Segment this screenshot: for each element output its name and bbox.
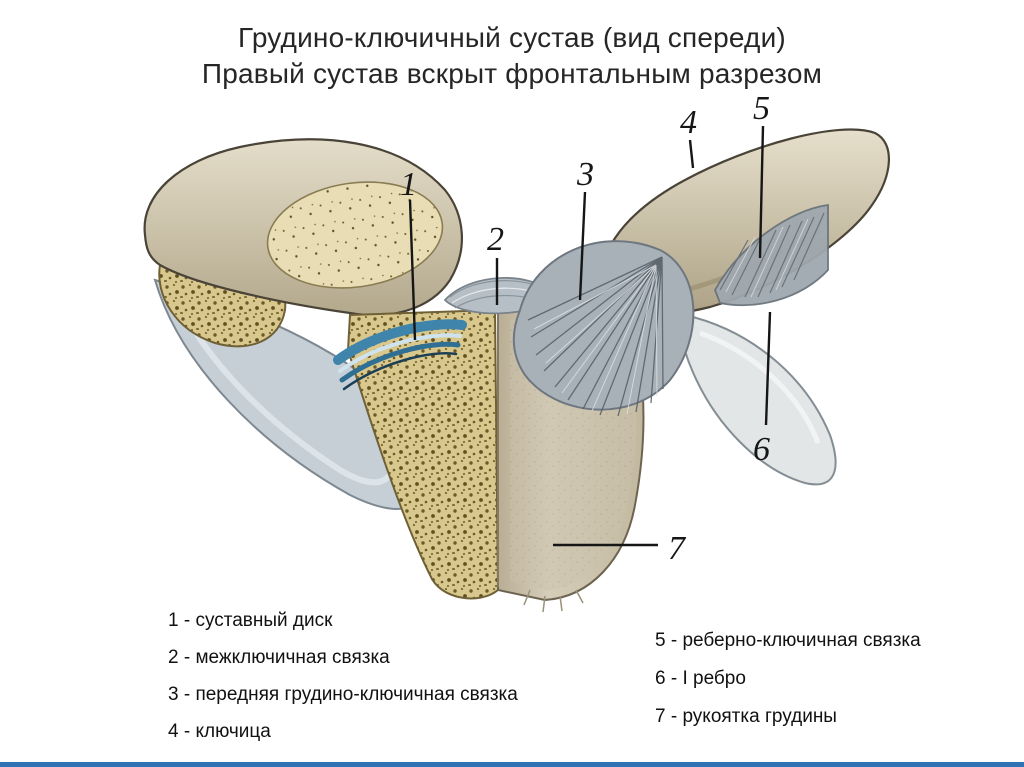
- leader-line-3: [578, 191, 587, 301]
- figure-number-3: 3: [576, 156, 594, 193]
- footer-accent-bar: [0, 762, 1024, 767]
- figure-number-4: 4: [680, 104, 697, 141]
- slide-title: Грудино-ключичный сустав (вид спереди) П…: [0, 20, 1024, 92]
- legend-item-4: 4 - ключица: [168, 721, 271, 742]
- leader-line-5: [758, 125, 765, 259]
- figure-number-2: 2: [487, 221, 504, 258]
- articular-disc: [333, 319, 467, 391]
- costoclavicular-ligament: [714, 203, 829, 306]
- leader-lines: [408, 125, 772, 547]
- legend-left-column: 1 - суставный диск 2 - межключичная связ…: [168, 602, 518, 750]
- leader-line-1: [408, 199, 417, 341]
- figure-number-7: 7: [668, 530, 687, 567]
- legend-item-5: 5 - реберно-ключичная связка: [655, 630, 921, 651]
- figure-number-5: 5: [753, 90, 770, 127]
- legend-right-column: 5 - реберно-ключичная связка 6 - I ребро…: [655, 622, 921, 736]
- manubrium-cut-section: [346, 308, 500, 600]
- leader-line-6: [764, 311, 772, 426]
- manubrium-bottom-fibers: [523, 589, 584, 613]
- figure-number-6: 6: [753, 431, 770, 468]
- figure-number-1: 1: [400, 166, 417, 203]
- legend-item-6: 6 - I ребро: [655, 668, 746, 689]
- legend-item-1: 1 - суставный диск: [168, 610, 333, 631]
- leader-line-4: [688, 139, 695, 169]
- sternoclavicular-joint-illustration: 1 2 3 4 5 6 7: [143, 90, 890, 613]
- first-rib-highlight: [699, 330, 821, 444]
- anterior-sternoclavicular-ligament: [512, 240, 695, 417]
- anatomy-figure: 1 2 3 4 5 6 7: [100, 75, 920, 620]
- left-clavicle-cut-surface: [266, 181, 444, 289]
- title-line-2: Правый сустав вскрыт фронтальным разрезо…: [201, 58, 823, 89]
- legend-item-3: 3 - передняя грудино-ключичная связка: [168, 684, 518, 705]
- legend-item-7: 7 - рукоятка грудины: [655, 706, 837, 727]
- legend-item-2: 2 - межключичная связка: [168, 647, 390, 668]
- left-cartilage-highlight: [177, 303, 393, 486]
- first-rib: [680, 313, 837, 486]
- title-line-1: Грудино-ключичный сустав (вид спереди): [238, 22, 786, 53]
- figure-numbers: 1 2 3 4 5 6 7: [400, 90, 770, 567]
